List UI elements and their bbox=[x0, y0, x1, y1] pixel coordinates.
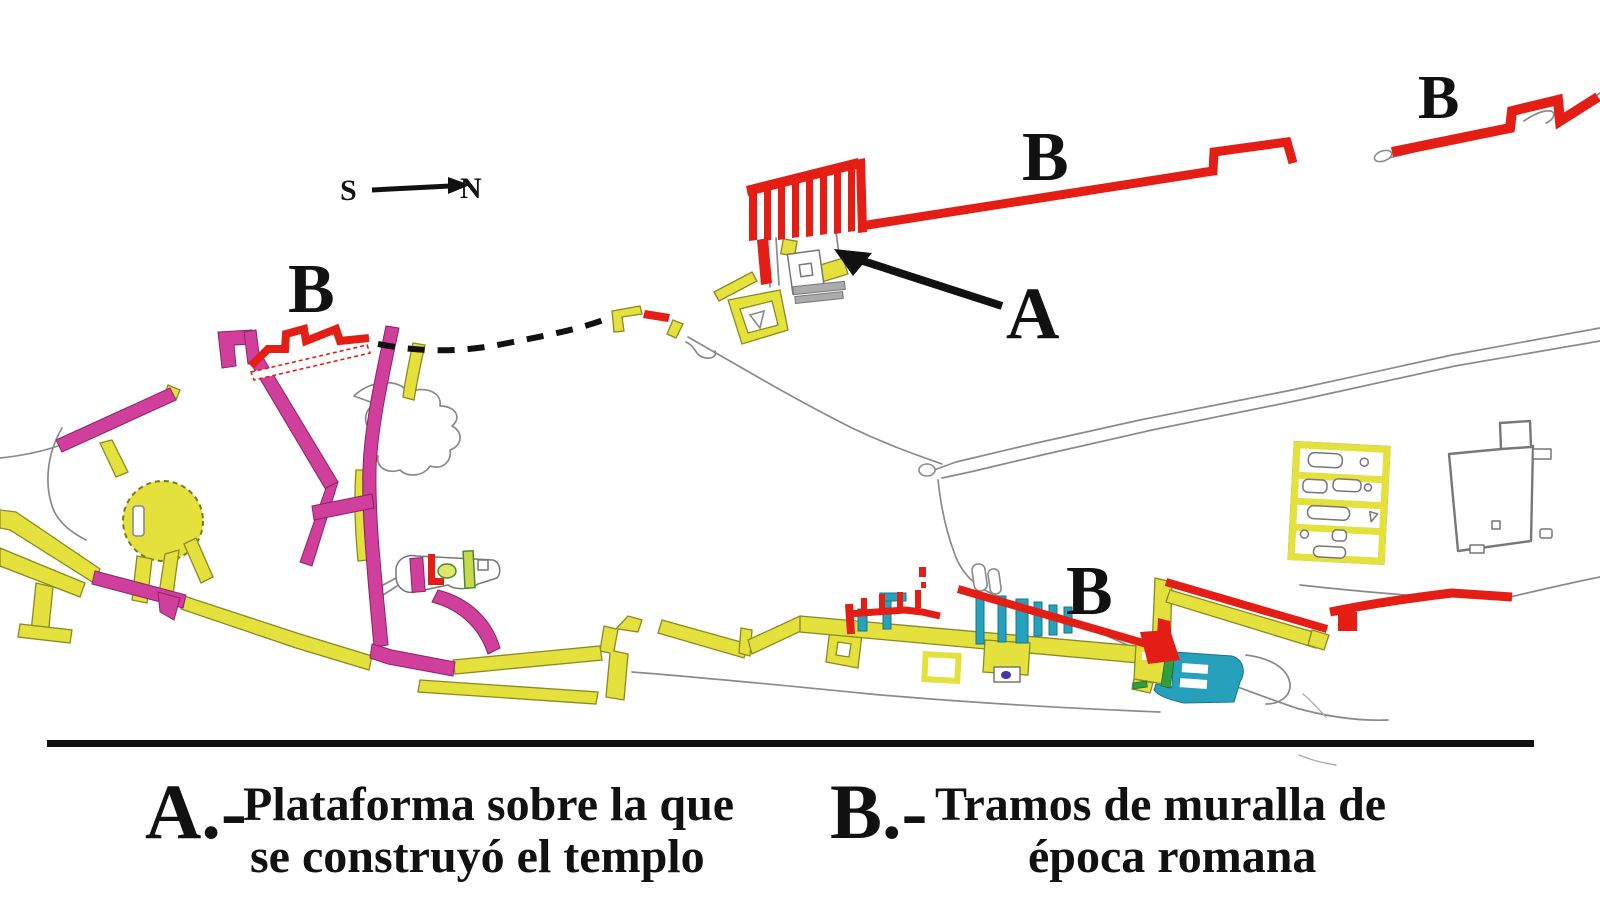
pointer-arrow-head-icon bbox=[834, 249, 872, 276]
label-wall-bottom: B bbox=[1066, 553, 1113, 630]
terrain-contour-lines bbox=[0, 92, 1600, 766]
contour-knob bbox=[918, 463, 936, 477]
label-wall-left: B bbox=[288, 251, 335, 328]
annotations: B B B B A bbox=[288, 64, 1459, 630]
contour-cell bbox=[971, 563, 988, 592]
dashed-wall-line bbox=[377, 314, 613, 354]
yellow-wall-system bbox=[0, 238, 1330, 705]
compass: S N bbox=[340, 172, 482, 207]
grid-building bbox=[1287, 440, 1391, 566]
legend: A.- Plataforma sobre la que se construyó… bbox=[47, 740, 1534, 883]
lower-red-comb bbox=[845, 567, 941, 635]
compass-south-label: S bbox=[340, 174, 357, 207]
round-tower bbox=[122, 480, 204, 562]
temple-platform-comb bbox=[746, 158, 867, 285]
contour-cell bbox=[987, 568, 1002, 595]
legend-a-key: A.- bbox=[145, 768, 247, 855]
legend-a-line1: Plataforma sobre la que bbox=[243, 778, 734, 831]
tower-chamber bbox=[132, 505, 145, 537]
pointer-arrow-shaft bbox=[858, 256, 1004, 310]
compass-arrow-shaft bbox=[371, 183, 451, 193]
purple-feature bbox=[1001, 671, 1011, 679]
magenta-wall-system bbox=[55, 325, 501, 677]
legend-a-line2: se construyó el templo bbox=[250, 830, 705, 883]
legend-b-key: B.- bbox=[830, 768, 928, 855]
legend-b-line2: época romana bbox=[1028, 830, 1316, 883]
legend-divider bbox=[47, 740, 1534, 747]
label-platform: A bbox=[1006, 273, 1059, 355]
outlined-building bbox=[1447, 419, 1553, 554]
label-wall-top: B bbox=[1022, 119, 1069, 196]
excavated-structure bbox=[395, 549, 501, 594]
label-wall-top-right: B bbox=[1418, 64, 1459, 132]
compass-north-label: N bbox=[460, 172, 482, 205]
roman-wall-red-system bbox=[248, 92, 1600, 664]
legend-b-line1: Tramos de muralla de bbox=[935, 778, 1386, 831]
hollow-structure bbox=[921, 651, 962, 685]
compass-arrow-head-icon bbox=[448, 177, 470, 194]
